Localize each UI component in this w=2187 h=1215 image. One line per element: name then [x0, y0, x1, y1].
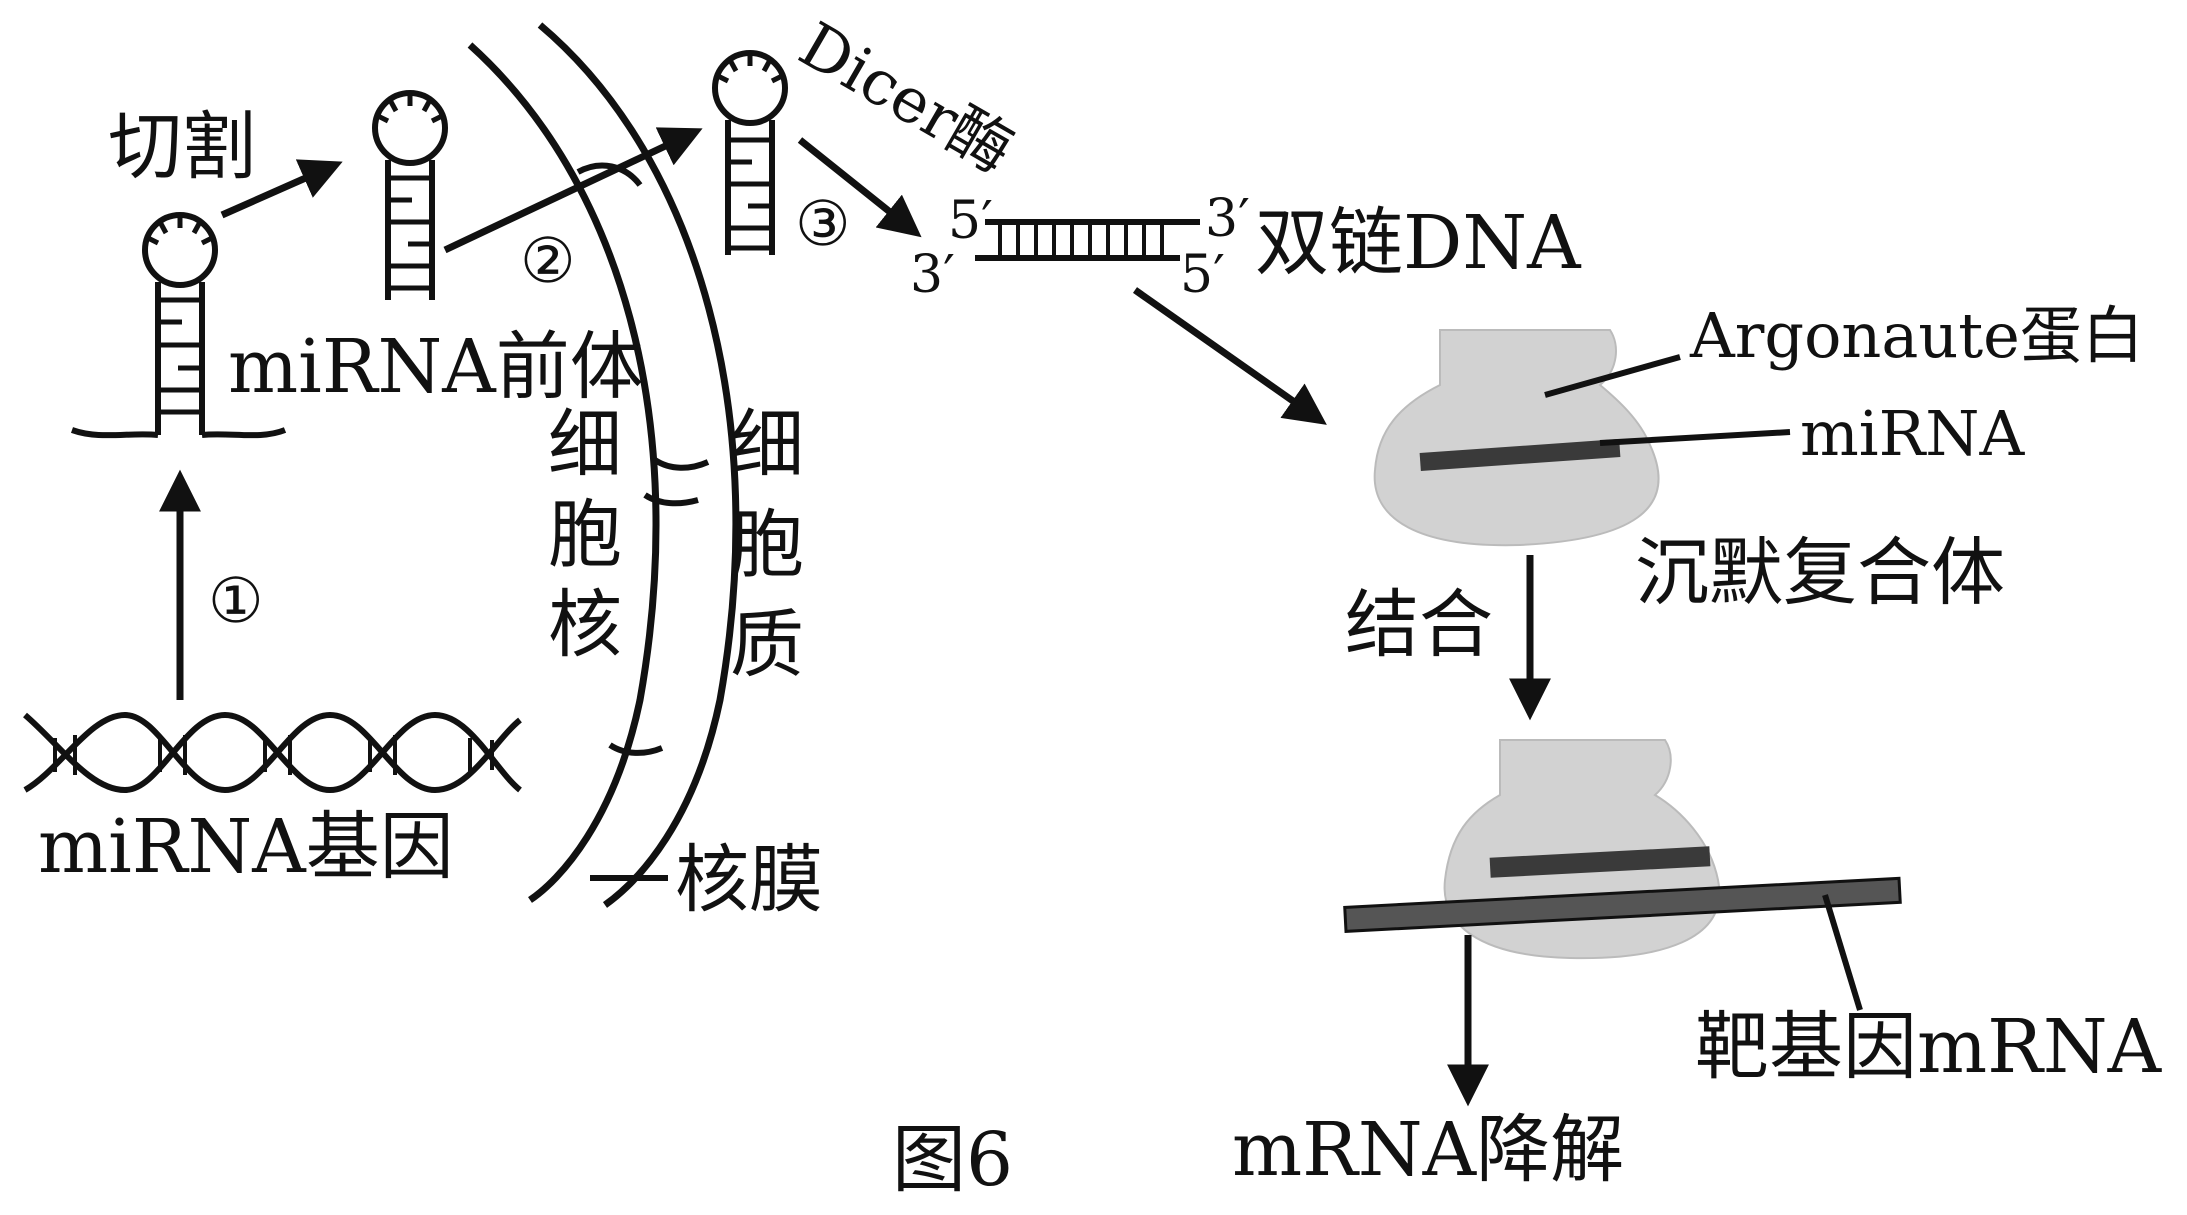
ds-dna-label: 双链DNA	[1255, 200, 1582, 286]
strand-end-top-right: 3′	[1205, 189, 1250, 249]
nucleus-label-2: 胞	[548, 492, 622, 578]
arrow-step2	[443, 127, 703, 254]
strand-end-bottom-right: 5′	[1180, 245, 1225, 305]
nuclear-membrane-label: 核膜	[675, 837, 823, 923]
pre-mirna-label: miRNA前体	[228, 324, 644, 410]
arrow-step3	[797, 137, 922, 238]
complex-mirna-strand	[1419, 439, 1621, 471]
target-mrna-strand	[1343, 876, 1902, 933]
figure-caption: 图6	[892, 1117, 1013, 1203]
strand-end-bottom-left: 3′	[910, 245, 955, 305]
arrow-to-complex	[1132, 287, 1327, 425]
argonaute-label: Argonaute蛋白	[1689, 299, 2144, 372]
pri-mirna-hairpin	[70, 212, 287, 439]
cytoplasm-label-1: 细	[730, 402, 804, 488]
cytoplasm-label-2: 胞	[730, 502, 804, 588]
step2-label: ②	[520, 224, 576, 297]
arrow-cut	[220, 159, 343, 219]
argonaute-pointer	[1544, 354, 1681, 398]
double-strand	[975, 219, 1200, 261]
cytoplasm-label-3: 质	[730, 602, 804, 688]
mirna-label: miRNA	[1800, 397, 2026, 470]
cytoplasmic-hairpin	[712, 50, 788, 255]
target-mrna-label: 靶基因mRNA	[1695, 1004, 2163, 1090]
nuclear-membrane	[467, 22, 740, 908]
pre-mirna-hairpin	[372, 90, 448, 300]
bind-label: 结合	[1345, 582, 1493, 668]
nucleus-label-3: 核	[548, 582, 622, 668]
silencing-complex-label: 沉默复合体	[1635, 530, 2005, 616]
nucleus-label-1: 细	[548, 402, 622, 488]
mrna-degradation-label: mRNA降解	[1232, 1107, 1624, 1193]
target-mrna-pointer	[1822, 894, 1863, 1011]
strand-end-top-left: 5′	[948, 191, 993, 251]
step3-label: ③	[795, 187, 851, 260]
argonaute-protein	[1373, 329, 1660, 547]
bound-mirna-strand	[1489, 846, 1711, 878]
mirna-gene-label: miRNA基因	[38, 804, 454, 890]
mirna-gene-helix	[23, 711, 522, 794]
silencing-complex	[1373, 329, 1660, 547]
cut-label: 切割	[108, 104, 256, 190]
mirna-pointer	[1599, 429, 1791, 446]
bound-complex	[1343, 739, 1902, 960]
step1-label: ①	[208, 564, 264, 637]
